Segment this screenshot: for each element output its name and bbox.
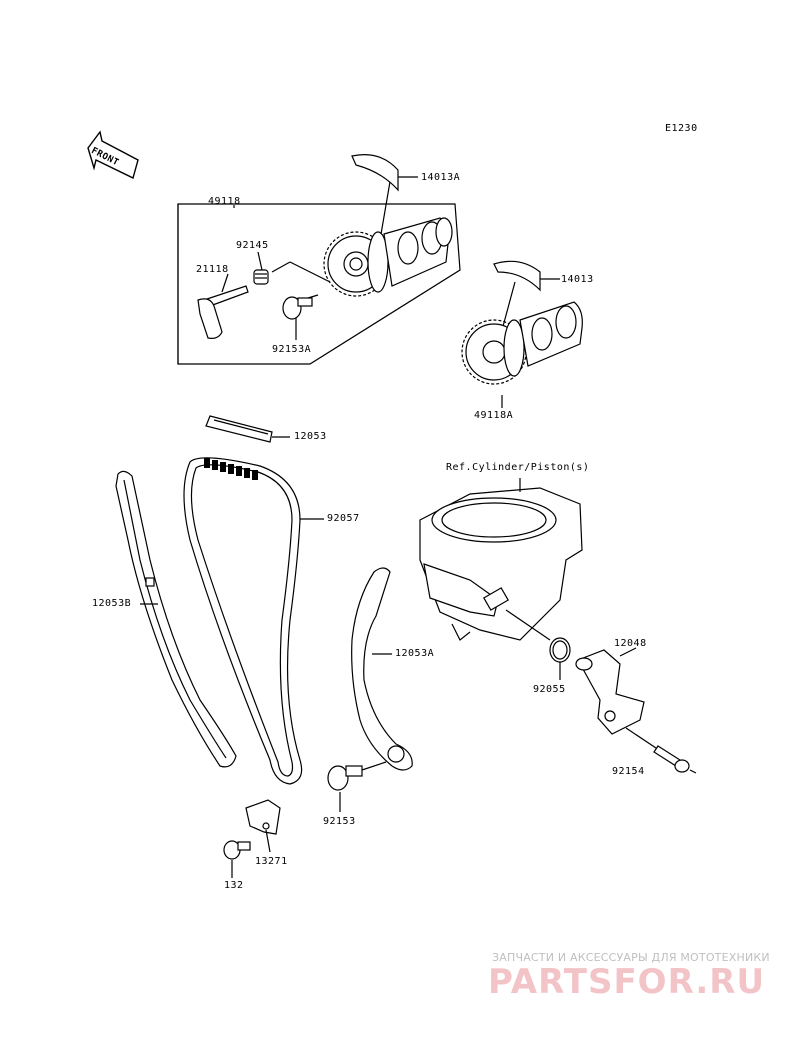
- front-arrow-icon: [87, 130, 139, 179]
- part-label-92057[interactable]: 92057: [327, 513, 360, 524]
- part-label-92145[interactable]: 92145: [236, 240, 269, 251]
- part-label-12053B[interactable]: 12053B: [92, 598, 132, 609]
- reference-note: Ref.Cylinder/Piston(s): [446, 462, 590, 473]
- part-label-49118[interactable]: 49118: [208, 196, 241, 207]
- part-label-13271[interactable]: 13271: [255, 856, 288, 867]
- diagram-code: E1230: [665, 123, 698, 134]
- part-label-12053A[interactable]: 12053A: [395, 648, 435, 659]
- part-label-132[interactable]: 132: [224, 880, 244, 891]
- bolt-92153-icon: [327, 761, 387, 812]
- spring-icon: [253, 269, 269, 285]
- camshaft-intake-icon: [323, 154, 453, 297]
- part-label-92154[interactable]: 92154: [612, 766, 645, 777]
- part-label-14013[interactable]: 14013: [561, 274, 594, 285]
- chain-guide-top-icon: [205, 415, 290, 443]
- cylinder-reference-icon: [419, 478, 583, 641]
- part-label-12053[interactable]: 12053: [294, 431, 327, 442]
- bolt-132-icon: [223, 840, 251, 878]
- bracket-icon: [245, 799, 281, 853]
- camshaft-exhaust-icon: [461, 260, 583, 385]
- decompressor-lever-icon: [197, 285, 249, 339]
- part-label-49118A[interactable]: 49118A: [474, 410, 514, 421]
- part-label-92153A[interactable]: 92153A: [272, 344, 312, 355]
- o-ring-icon: [549, 637, 571, 680]
- bolt-92154-icon: [653, 745, 697, 774]
- part-label-92055[interactable]: 92055: [533, 684, 566, 695]
- part-label-12048[interactable]: 12048: [614, 638, 647, 649]
- watermark-brand: PARTSFOR.RU: [488, 962, 766, 1002]
- chain-tensioner-icon: [575, 647, 663, 753]
- part-label-21118[interactable]: 21118: [196, 264, 229, 275]
- bolt-92153a-icon: [282, 296, 313, 320]
- part-label-92153[interactable]: 92153: [323, 816, 356, 827]
- part-label-14013A[interactable]: 14013A: [421, 172, 461, 183]
- cam-chain-icon: [183, 457, 324, 785]
- watermark-tagline: ЗАПЧАСТИ И АКСЕССУАРЫ ДЛЯ МОТОТЕХНИКИ: [492, 951, 770, 964]
- chain-tensioner-guide-icon: [351, 567, 413, 771]
- chain-guide-left-icon: [115, 470, 237, 768]
